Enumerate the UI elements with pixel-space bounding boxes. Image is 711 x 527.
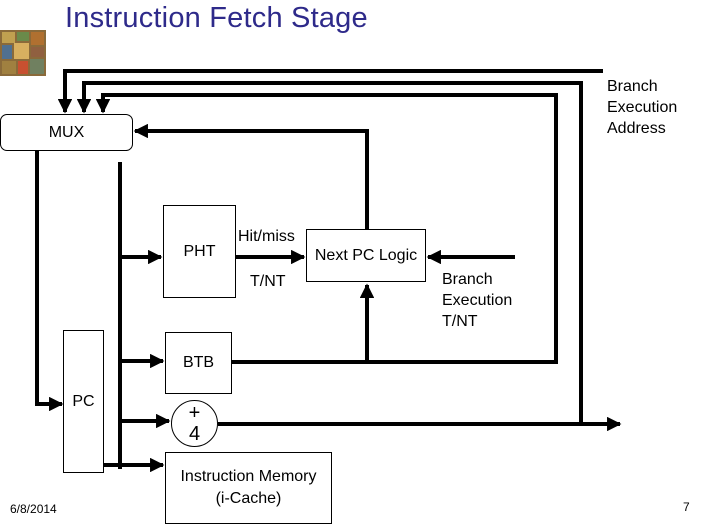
slide-date: 6/8/2014: [10, 502, 57, 516]
instruction-memory-block: Instruction Memory (i-Cache): [165, 452, 332, 524]
mux-block: MUX: [0, 114, 133, 151]
next-pc-logic-block: Next PC Logic: [306, 229, 426, 282]
adder-plus-4: + 4: [171, 400, 218, 447]
tnt-label: T/NT: [250, 271, 286, 292]
branch-execution-address-label: Branch Execution Address: [607, 76, 677, 139]
slide-number: 7: [683, 500, 690, 514]
wire-mux-to-pc: [37, 151, 62, 404]
btb-block: BTB: [165, 332, 232, 394]
pc-register: PC: [63, 330, 104, 473]
branch-execution-tnt-label: Branch Execution T/NT: [442, 269, 512, 332]
wire-branch-exec-address: [65, 71, 603, 112]
pht-block: PHT: [163, 205, 236, 298]
hit-miss-label: Hit/miss: [238, 226, 295, 247]
